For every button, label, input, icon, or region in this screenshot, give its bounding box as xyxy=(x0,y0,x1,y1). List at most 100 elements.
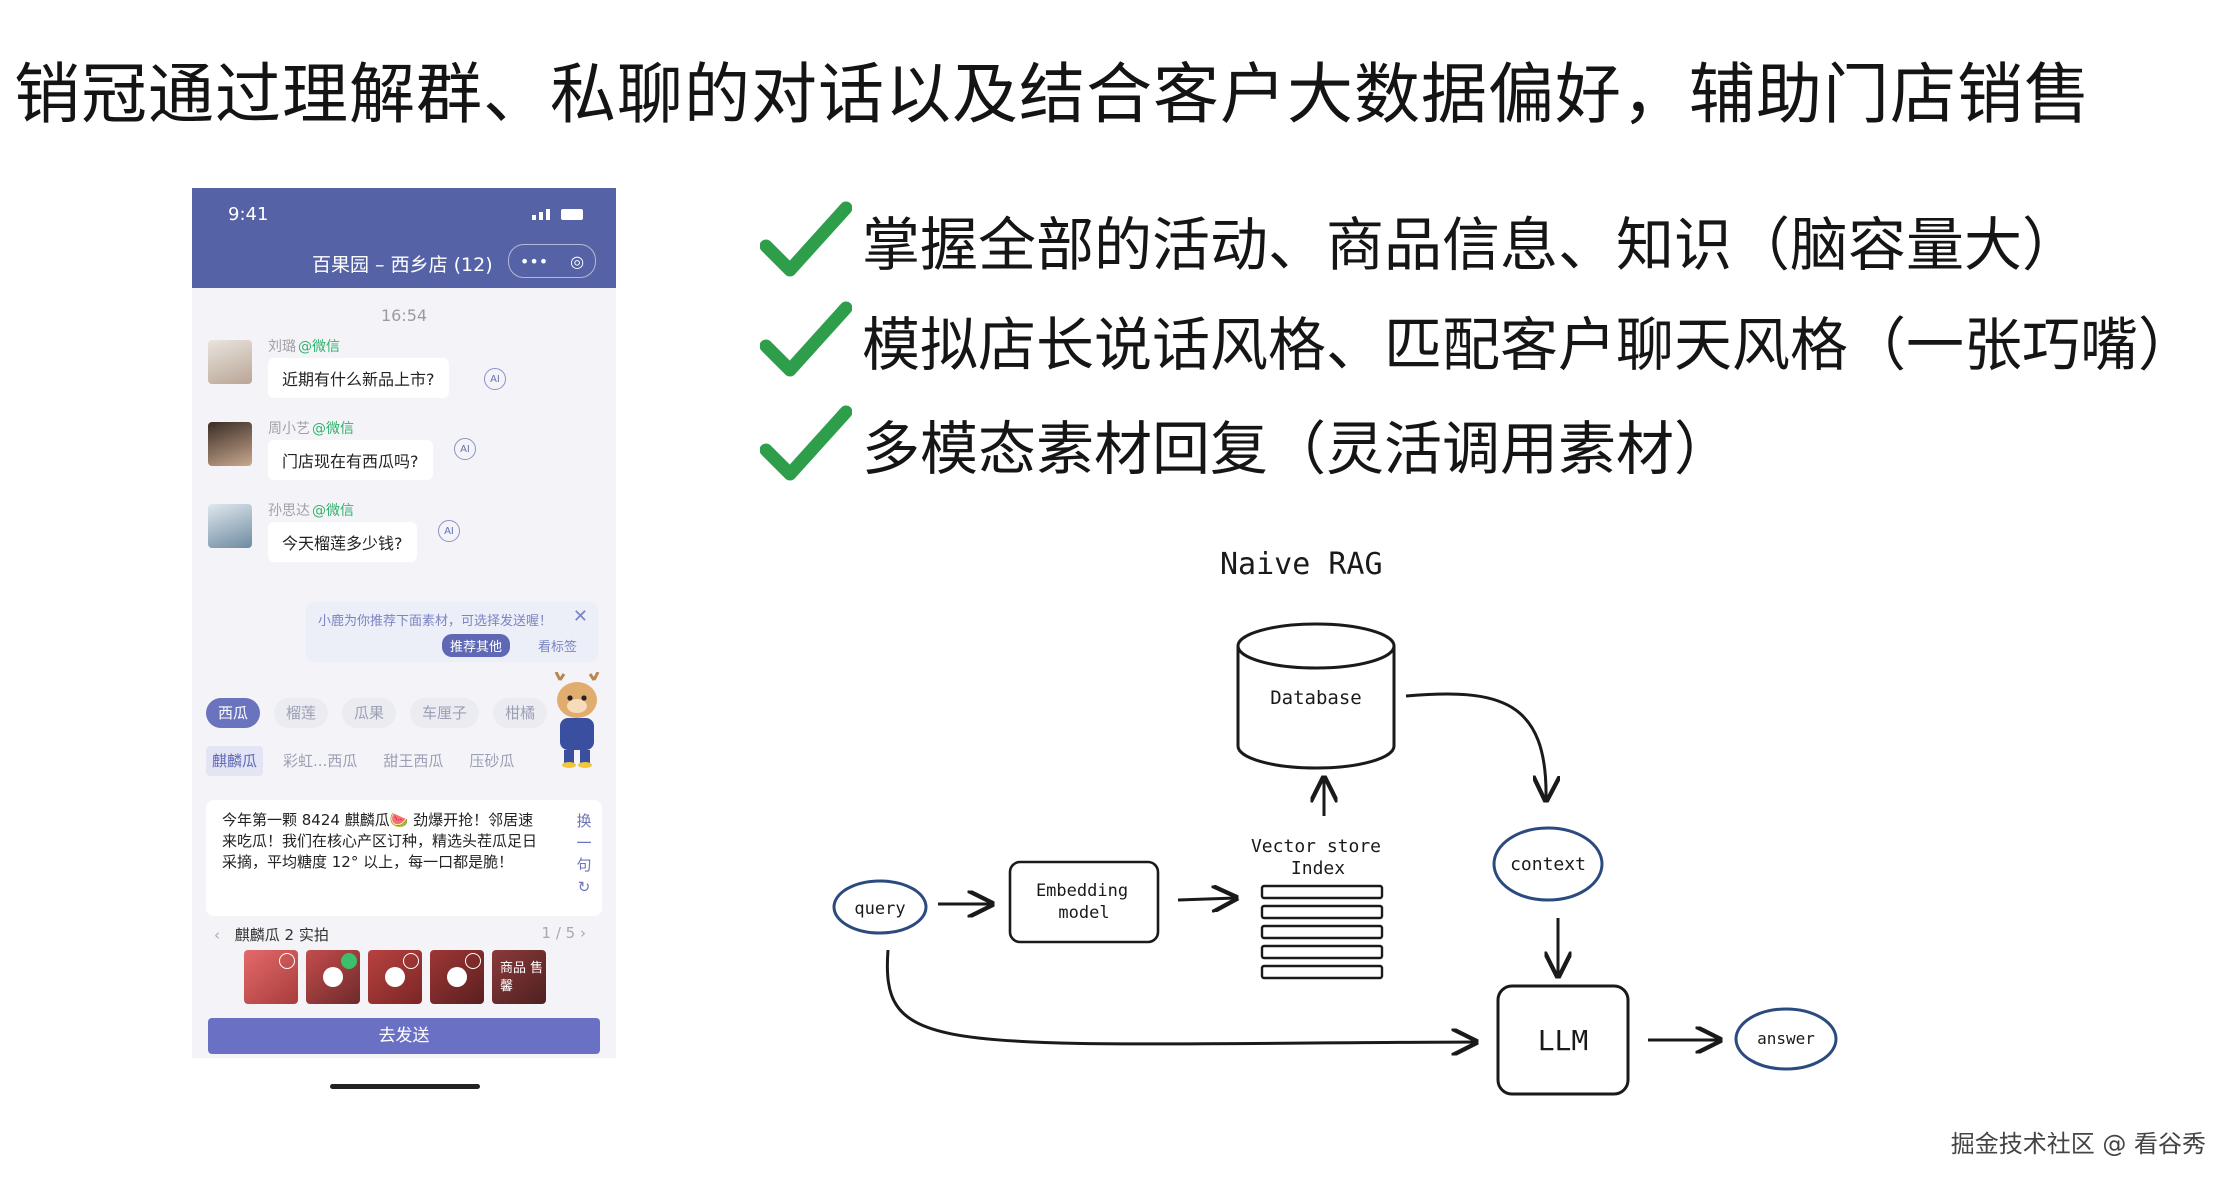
answer-label: answer xyxy=(1757,1029,1815,1048)
diagram-title: Naive RAG xyxy=(1220,547,1383,582)
bullet-text: 掌握全部的活动、商品信息、知识（脑容量大） xyxy=(862,211,2081,279)
sold-out-label: 商品 售馨 xyxy=(500,961,544,994)
arrow-embedding-vector xyxy=(1177,898,1236,900)
select-circle-icon[interactable] xyxy=(403,953,419,969)
home-indicator xyxy=(330,1084,480,1089)
arrow-database-context xyxy=(1405,692,1546,800)
variety-tag[interactable]: 甜王西瓜 xyxy=(383,752,444,770)
sender-source: @微信 xyxy=(298,339,340,355)
sender-name: 周小艺@微信 xyxy=(268,418,354,438)
message-bubble: 今天榴莲多少钱? xyxy=(268,522,417,562)
embedding-node: Embedding model xyxy=(1008,860,1160,944)
variety-tag[interactable]: 麒麟瓜 xyxy=(206,746,264,776)
media-pager[interactable]: 1 / 5 › xyxy=(541,924,586,942)
group-title: 百果园 – 西乡店 (12) xyxy=(312,254,493,276)
tag-melon[interactable]: 瓜果 xyxy=(342,698,397,728)
close-target-icon[interactable]: ◎ xyxy=(570,251,585,271)
message-bubble: 近期有什么新品上市? xyxy=(268,358,449,398)
selected-check-icon[interactable] xyxy=(341,953,357,969)
select-circle-icon[interactable] xyxy=(465,953,481,969)
check-icon xyxy=(760,201,852,277)
signal-bar xyxy=(546,209,550,220)
status-icons xyxy=(532,204,592,220)
recommend-banner: 小鹿为你推荐下面素材，可选择发送喔！ ✕ 推荐其他 看标签 xyxy=(306,602,598,662)
embedding-label: Embedding xyxy=(1036,881,1128,901)
avatar xyxy=(208,504,252,548)
database-node: Database xyxy=(1236,622,1396,770)
bullet-item: 掌握全部的活动、商品信息、知识（脑容量大） xyxy=(760,200,2080,280)
sender-name-text: 刘璐 xyxy=(268,339,296,355)
llm-label: LLM xyxy=(1538,1024,1589,1057)
chat-timestamp: 16:54 xyxy=(380,306,428,325)
vector-store-node: Vector store Index xyxy=(1251,836,1384,980)
vector-row xyxy=(1260,884,1384,900)
media-thumbnail[interactable] xyxy=(306,950,360,1004)
vector-store-label: Vector store xyxy=(1251,836,1381,857)
bullet-text: 模拟店长说话风格、匹配客户聊天风格（一张巧嘴） xyxy=(862,311,2197,379)
sender-name: 孙思达@微信 xyxy=(268,500,354,520)
ai-reply-icon[interactable]: AI xyxy=(438,520,460,542)
change-copy-char: 一 xyxy=(576,834,592,852)
ai-reply-icon[interactable]: AI xyxy=(454,438,476,460)
tag-durian[interactable]: 榴莲 xyxy=(274,698,329,728)
slide-headline: 销冠通过理解群、私聊的对话以及结合客户大数据偏好，辅助门店销售 xyxy=(14,56,2091,133)
check-icon xyxy=(760,405,852,481)
chat-message: 刘璐@微信 近期有什么新品上市? AI xyxy=(208,336,608,408)
vector-index-label: Index xyxy=(1291,858,1345,879)
media-thumbnails: 商品 售馨 xyxy=(244,950,546,1004)
avatar xyxy=(208,422,252,466)
variety-tag[interactable]: 压砂瓜 xyxy=(469,752,515,770)
vector-row xyxy=(1260,944,1384,960)
variety-tag[interactable]: 彩虹...西瓜 xyxy=(283,752,358,770)
recommend-text: 小鹿为你推荐下面素材，可选择发送喔！ xyxy=(318,614,553,629)
send-button[interactable]: 去发送 xyxy=(208,1018,600,1054)
battery-icon xyxy=(561,209,583,220)
media-thumbnail[interactable]: 商品 售馨 xyxy=(492,950,546,1004)
change-copy-button[interactable]: 换 一 句 ↻ xyxy=(576,810,592,898)
suggested-copy-card[interactable]: 今年第一颗 8424 麒麟瓜🍉 劲爆开抢！邻居速来吃瓜！我们在核心产区订种，精选… xyxy=(206,800,602,916)
message-bubble: 门店现在有西瓜吗? xyxy=(268,440,433,480)
diagram-arrows xyxy=(885,692,1720,1044)
media-title: 麒麟瓜 2 实拍 xyxy=(234,926,329,944)
arrow-query-llm xyxy=(885,949,1476,1044)
sender-source: @微信 xyxy=(312,421,354,437)
view-tags-button[interactable]: 看标签 xyxy=(538,640,578,655)
recommend-more-button[interactable]: 推荐其他 xyxy=(442,634,511,657)
sender-source: @微信 xyxy=(312,503,354,519)
vector-row xyxy=(1260,924,1384,940)
change-copy-char: 换 xyxy=(576,812,592,830)
check-icon xyxy=(760,301,852,377)
sender-name: 刘璐@微信 xyxy=(268,336,340,356)
query-label: query xyxy=(854,899,905,919)
prev-arrow-icon[interactable]: ‹ xyxy=(214,926,220,944)
tag-watermelon[interactable]: 西瓜 xyxy=(206,698,261,728)
signal-bar xyxy=(539,212,543,220)
avatar xyxy=(208,340,252,384)
ai-reply-icon[interactable]: AI xyxy=(484,368,506,390)
category-tags: 西瓜 榴莲 瓜果 车厘子 柑橘 xyxy=(206,698,548,728)
chat-header: 9:41 百果园 – 西乡店 (12) ••• ◎ xyxy=(192,188,616,288)
model-label: model xyxy=(1058,903,1109,923)
select-circle-icon[interactable] xyxy=(279,953,295,969)
bullet-item: 多模态素材回复（灵活调用素材） xyxy=(760,404,1732,484)
context-label: context xyxy=(1510,854,1586,875)
tag-citrus[interactable]: 柑橘 xyxy=(493,698,548,728)
refresh-icon[interactable]: ↻ xyxy=(577,878,591,896)
tag-cherry[interactable]: 车厘子 xyxy=(410,698,480,728)
signal-icon xyxy=(532,215,536,220)
mini-program-capsule[interactable]: ••• ◎ xyxy=(508,244,596,278)
context-node: context xyxy=(1492,826,1604,902)
llm-node: LLM xyxy=(1496,984,1630,1096)
play-icon xyxy=(323,967,343,987)
phone-mockup: 9:41 百果园 – 西乡店 (12) ••• ◎ 16:54 刘璐@微信 近期… xyxy=(192,188,616,1058)
source-watermark: 掘金技术社区 @ 看谷秀 xyxy=(1950,1130,2206,1158)
media-thumbnail[interactable] xyxy=(244,950,298,1004)
play-icon xyxy=(385,967,405,987)
database-label: Database xyxy=(1270,687,1362,709)
more-dots-icon[interactable]: ••• xyxy=(519,251,549,271)
close-icon[interactable]: ✕ xyxy=(572,606,588,627)
chat-message: 孙思达@微信 今天榴莲多少钱? AI xyxy=(208,500,608,572)
media-thumbnail[interactable] xyxy=(368,950,422,1004)
sender-name-text: 孙思达 xyxy=(268,503,310,519)
media-thumbnail[interactable] xyxy=(430,950,484,1004)
